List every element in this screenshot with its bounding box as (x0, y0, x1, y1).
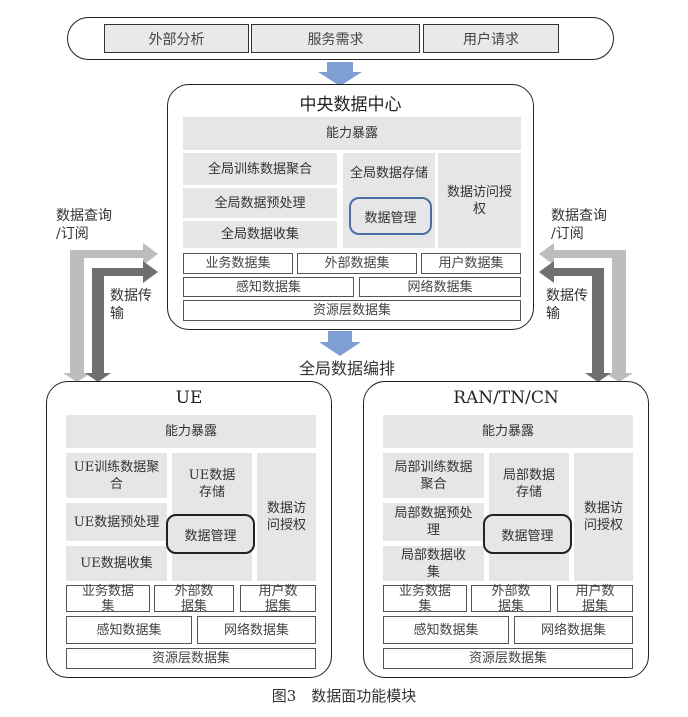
ran-network-dataset: 网络数据集 (514, 616, 633, 644)
central-global-collection: 全局数据收集 (183, 221, 337, 248)
ue-data-management: 数据管理 (166, 514, 255, 554)
ran-training-aggregation: 局部训练数据聚合 (383, 453, 484, 498)
ue-capability-exposure: 能力暴露 (66, 415, 316, 448)
ran-business-dataset: 业务数据集 (383, 584, 467, 614)
ran-title: RAN/TN/CN (453, 388, 559, 408)
right-query-label-line1: 数据查询 (551, 208, 607, 224)
ue-business-dataset: 业务数据集 (66, 584, 150, 614)
top-item-user-request: 用户请求 (423, 24, 559, 53)
left-query-label: 数据查询 /订阅 (56, 207, 112, 243)
central-access-authorization: 数据访问授权 (438, 153, 521, 248)
central-sensing-dataset: 感知数据集 (183, 277, 354, 297)
ue-resource-layer-dataset: 资源层数据集 (66, 648, 316, 669)
ue-title: UE (175, 388, 203, 408)
central-resource-layer-dataset: 资源层数据集 (183, 300, 521, 321)
ran-sensing-dataset: 感知数据集 (383, 616, 509, 644)
right-transfer-arrow (539, 261, 611, 382)
down-arrow-orchestration (319, 331, 361, 356)
left-query-label-line2: /订阅 (56, 226, 89, 242)
top-item-external-analysis: 外部分析 (104, 24, 249, 53)
central-capability-exposure: 能力暴露 (183, 117, 521, 150)
central-title: 中央数据中心 (299, 95, 402, 115)
ran-user-dataset: 用户数据集 (557, 584, 633, 614)
central-user-dataset: 用户数据集 (421, 253, 521, 274)
ue-user-dataset: 用户数据集 (240, 584, 316, 614)
ran-access-authorization: 数据访问授权 (574, 453, 633, 581)
ue-collection: UE数据收集 (66, 546, 167, 581)
ran-collection: 局部数据收集 (383, 546, 484, 581)
left-transfer-label-line1: 数据传 (110, 288, 152, 304)
ue-access-authorization: 数据访问授权 (257, 453, 316, 581)
central-network-dataset: 网络数据集 (359, 277, 521, 297)
ue-preprocessing: UE数据预处理 (66, 503, 167, 541)
ran-preprocessing: 局部数据预处理 (383, 503, 484, 541)
right-query-label: 数据查询 /订阅 (551, 207, 607, 243)
right-transfer-label-line1: 数据传 (546, 288, 588, 304)
central-business-dataset: 业务数据集 (183, 253, 293, 274)
right-query-label-line2: /订阅 (551, 226, 584, 242)
ran-external-dataset: 外部数据集 (471, 584, 551, 614)
right-query-arrow (539, 243, 633, 382)
central-data-management: 数据管理 (349, 197, 432, 235)
ran-resource-layer-dataset: 资源层数据集 (383, 648, 633, 669)
left-query-label-line1: 数据查询 (56, 208, 112, 224)
down-arrow-top (318, 62, 362, 86)
ran-data-management: 数据管理 (483, 514, 572, 554)
central-global-training-aggregation: 全局训练数据聚合 (183, 153, 337, 185)
central-external-dataset: 外部数据集 (297, 253, 417, 274)
figure-caption: 图3 数据面功能模块 (271, 687, 417, 705)
top-item-service-demand: 服务需求 (251, 24, 420, 53)
left-transfer-label: 数据传 输 (110, 287, 152, 323)
ue-sensing-dataset: 感知数据集 (66, 616, 192, 644)
ran-capability-exposure: 能力暴露 (383, 415, 633, 448)
right-transfer-label: 数据传 输 (546, 287, 588, 323)
central-storage-label: 全局数据存储 (349, 166, 428, 181)
orchestration-label: 全局数据编排 (298, 359, 395, 378)
ue-storage-label: UE数据存储 (188, 468, 236, 500)
central-global-preprocessing: 全局数据预处理 (183, 188, 337, 218)
right-transfer-label-line2: 输 (546, 306, 560, 322)
ue-network-dataset: 网络数据集 (197, 616, 316, 644)
ue-external-dataset: 外部数据集 (154, 584, 234, 614)
left-transfer-label-line2: 输 (110, 306, 124, 322)
ue-training-aggregation: UE训练数据聚合 (66, 453, 167, 498)
left-transfer-arrow (85, 261, 158, 382)
left-query-arrow (63, 243, 158, 382)
ran-storage-label: 局部数据存储 (503, 468, 556, 500)
